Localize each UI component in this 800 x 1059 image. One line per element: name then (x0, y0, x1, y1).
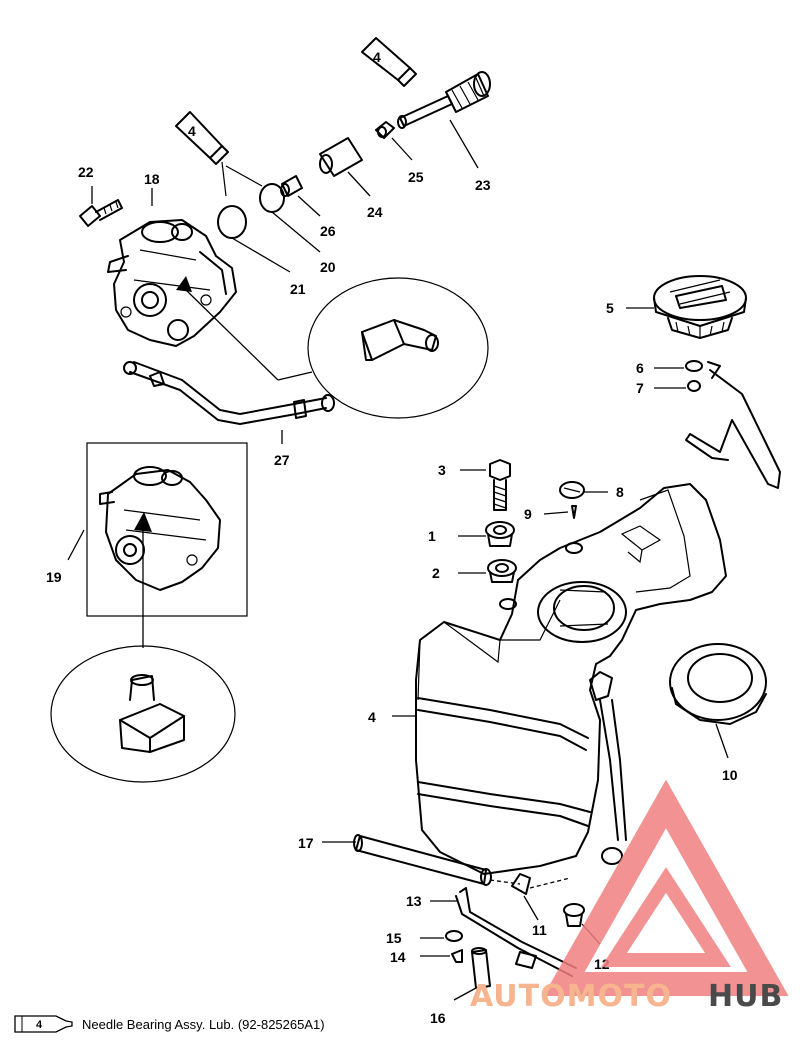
detail-circle-top (307, 277, 489, 419)
part-10-grommet-ring (669, 643, 767, 725)
part-13-hose (455, 887, 577, 977)
arrow-pump-top (176, 276, 192, 292)
label-23: 23 (475, 177, 491, 193)
part-21-o-ring (217, 205, 247, 239)
label-22: 22 (78, 164, 94, 180)
label-20: 20 (320, 259, 336, 275)
watermark-triangle-inner (601, 867, 731, 967)
part-17-hose (353, 834, 492, 886)
label-11: 11 (532, 922, 547, 938)
label-21: 21 (290, 281, 306, 297)
part-9-screw (571, 505, 577, 519)
label-16: 16 (430, 1010, 446, 1026)
part-16-spacer (471, 947, 491, 989)
watermark-text-hub: HUB (708, 979, 783, 1014)
part-12-fitting (563, 903, 585, 927)
label-14: 14 (390, 949, 406, 965)
label-17: 17 (298, 835, 314, 851)
part-14-screw (451, 949, 463, 963)
bracket (685, 361, 781, 489)
label-6: 6 (636, 360, 644, 376)
part-27-oil-line (123, 361, 335, 425)
label-5: 5 (606, 300, 614, 316)
label-26: 26 (320, 223, 336, 239)
legend: 4 Needle Bearing Assy. Lub. (92-825265A1… (14, 1012, 325, 1036)
part-24-sleeve (319, 137, 363, 177)
label-18: 18 (144, 171, 160, 187)
lubricant-tube-icon: 4 (14, 1015, 73, 1033)
tube-badge-text-2: 4 (188, 123, 196, 139)
part-7-washer (687, 380, 701, 392)
label-7: 7 (636, 380, 644, 396)
part-23-drive-gear (397, 71, 491, 129)
part-3-bolt (489, 459, 511, 511)
label-25: 25 (408, 169, 424, 185)
label-8: 8 (616, 484, 624, 500)
part-15-washer (445, 930, 463, 942)
lubricant-tube-middle: 4 (175, 111, 229, 165)
lubricant-tube-top: 4 (361, 37, 417, 87)
arrow-pump-inset (134, 512, 152, 532)
part-22-bolt (79, 199, 123, 227)
legend-badge: 4 (36, 1019, 43, 1031)
part-8-plug (559, 481, 585, 499)
part-11-clamp (511, 873, 531, 895)
label-10: 10 (722, 767, 738, 783)
label-27: 27 (274, 452, 290, 468)
part-2-grommet (487, 559, 517, 583)
part-5-filler-cap (653, 275, 747, 339)
watermark-logo (543, 779, 789, 996)
label-4: 4 (368, 709, 376, 725)
label-9: 9 (524, 506, 532, 522)
part-6-washer (685, 360, 703, 372)
watermark-text-auto: AUTOMOTO (470, 979, 672, 1014)
label-19: 19 (46, 569, 62, 585)
label-15: 15 (386, 930, 402, 946)
part-20-o-ring (259, 183, 285, 213)
inset-box-19 (86, 442, 248, 617)
label-1: 1 (428, 528, 436, 544)
label-2: 2 (432, 565, 440, 581)
part-18-oil-pump (107, 219, 237, 347)
legend-text: Needle Bearing Assy. Lub. (92-825265A1) (82, 1016, 325, 1032)
tube-badge-text: 4 (373, 49, 381, 65)
part-25-bushing (375, 121, 395, 139)
label-13: 13 (406, 893, 422, 909)
detail-circle-bottom (50, 645, 236, 783)
part-1-grommet (485, 521, 515, 547)
label-24: 24 (367, 204, 383, 220)
part-4-oil-tank (415, 483, 727, 875)
detail-fitting-bottom (119, 674, 185, 753)
watermark-triangle-outer (543, 779, 789, 996)
detail-fitting-top (361, 319, 439, 361)
part-19-oil-pump-inset (99, 466, 221, 591)
label-3: 3 (438, 462, 446, 478)
